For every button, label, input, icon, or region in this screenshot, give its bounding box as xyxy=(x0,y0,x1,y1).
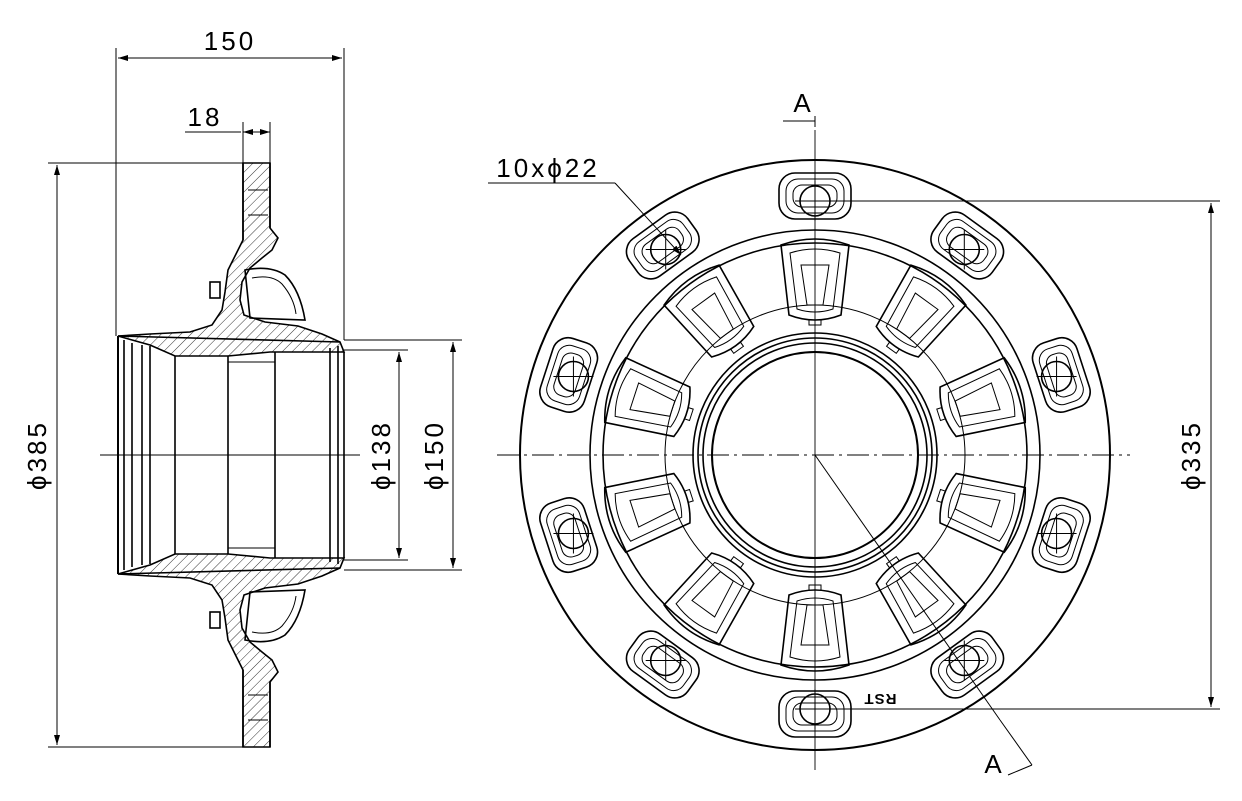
outer-pocket xyxy=(539,336,599,413)
outer-pocket xyxy=(778,172,852,220)
section-view xyxy=(100,162,360,748)
outer-pocket xyxy=(1031,497,1091,574)
outer-pockets xyxy=(539,172,1091,738)
front-dimensions: ϕ335 10xϕ22 A A xyxy=(488,88,1220,779)
outer-pocket xyxy=(625,211,700,280)
rst-logo: RST xyxy=(864,690,897,707)
inner-rib xyxy=(780,584,850,672)
inner-rib xyxy=(875,552,967,646)
outer-pocket xyxy=(625,630,700,699)
dim-flange-diameter: ϕ385 xyxy=(22,420,52,490)
section-mark-top: A xyxy=(793,88,811,118)
inner-rib xyxy=(780,238,850,326)
outer-pocket xyxy=(930,211,1005,280)
inner-rib xyxy=(875,264,967,358)
dim-overall-width: 150 xyxy=(204,26,256,56)
inner-rib xyxy=(663,264,755,358)
upper-flange-section xyxy=(117,162,346,357)
section-mark-bottom: A xyxy=(984,749,1002,779)
inner-rib xyxy=(663,552,755,646)
dim-hub-diameter: ϕ150 xyxy=(419,420,449,490)
dim-bolt-circle: ϕ335 xyxy=(1176,420,1206,490)
front-view: RST xyxy=(497,130,1130,770)
inner-rib xyxy=(936,356,1027,438)
outer-pocket xyxy=(930,630,1005,699)
inner-rib xyxy=(603,472,694,554)
lower-flange-section xyxy=(117,553,346,748)
dim-bolt-holes: 10xϕ22 xyxy=(496,153,599,183)
inner-ribs xyxy=(603,238,1027,672)
outer-pocket xyxy=(778,690,852,738)
dim-flange-thickness: 18 xyxy=(188,102,223,132)
outer-pocket xyxy=(539,497,599,574)
section-dimensions: 150 18 ϕ385 ϕ138 ϕ150 xyxy=(22,26,462,748)
outer-pocket xyxy=(1031,336,1091,413)
inner-rib xyxy=(603,356,694,438)
inner-rib xyxy=(936,472,1027,554)
dim-bore-diameter: ϕ138 xyxy=(366,420,396,490)
